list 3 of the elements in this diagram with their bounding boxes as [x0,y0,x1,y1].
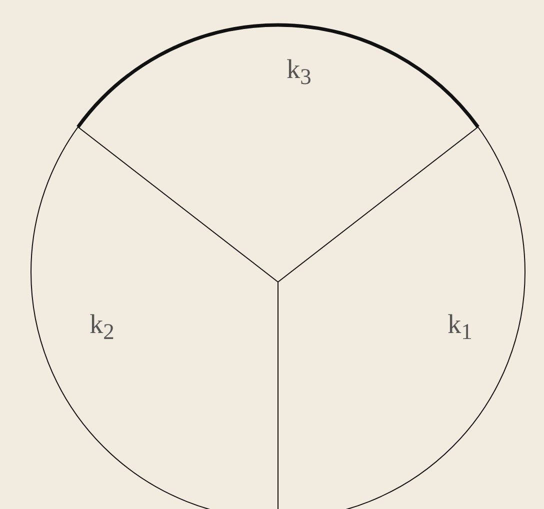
sector-label: k$_{2}$ [90,308,114,346]
sector-label: k$_{1}$ [448,308,472,346]
sector-label: k$_{3}$ [286,54,312,90]
